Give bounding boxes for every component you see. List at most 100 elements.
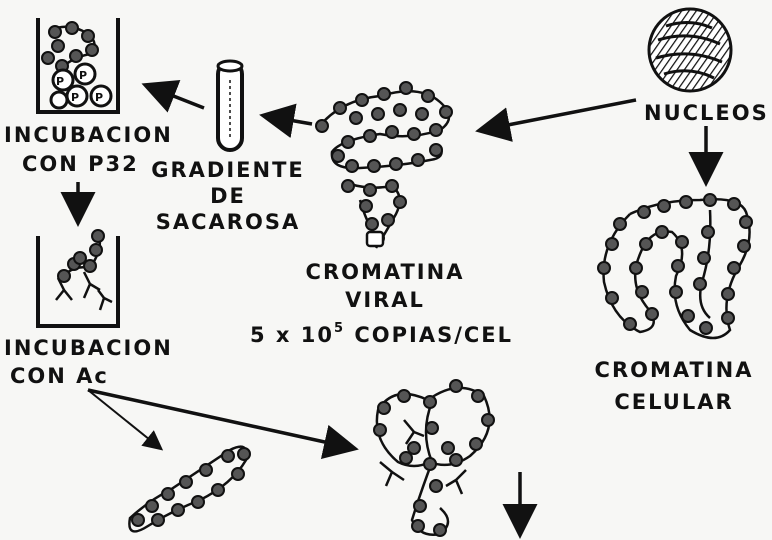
nucleosome-bead (212, 484, 224, 496)
nucleosome-bead (646, 308, 658, 320)
nucleosome-bead (334, 102, 346, 114)
nucleosome-bead (152, 514, 164, 526)
nucleosome-bead (386, 180, 398, 192)
nucleosome-bead (638, 206, 650, 218)
antibody-bound-chromatin-icon (374, 380, 494, 536)
label-copias-prefix: 5 x 10 (250, 323, 334, 347)
nucleosome-bead (472, 390, 484, 402)
nucleosome-bead (430, 144, 442, 156)
nucleosome-bead (368, 160, 380, 172)
nucleosome-bead (416, 108, 428, 120)
nucleosome-bead (366, 218, 378, 230)
label-gradiente-line3: SACAROSA (148, 212, 308, 233)
nucleosome-bead (342, 136, 354, 148)
beaker-antibody-icon (38, 230, 118, 326)
label-incubacion-p32-line2: CON P32 (22, 154, 139, 175)
nucleosome-bead (200, 464, 212, 476)
nucleosome-bead (728, 262, 740, 274)
nucleosome-bead (394, 104, 406, 116)
svg-text:P: P (79, 69, 87, 82)
nucleosome-bead (636, 286, 648, 298)
nucleosome-bead (350, 112, 362, 124)
nucleosome-bead (364, 130, 376, 142)
nucleosome-bead (378, 88, 390, 100)
nucleosome-bead (482, 414, 494, 426)
nucleosome-bead (90, 244, 102, 256)
nucleosome-bead (86, 44, 98, 56)
nucleosome-bead (738, 240, 750, 252)
nucleosome-bead (222, 450, 234, 462)
nucleosome-bead (356, 94, 368, 106)
nucleosome-bead (398, 390, 410, 402)
nucleosome-bead (440, 106, 452, 118)
label-incubacion-ac-line2: CON Ac (10, 366, 109, 387)
nucleosome-bead (698, 252, 710, 264)
arrow-antibody-to-bound-chromatin (88, 390, 352, 448)
nucleosome-bead (408, 128, 420, 140)
nucleosome-bead (92, 230, 104, 242)
nucleosome-bead (680, 196, 692, 208)
nucleosome-bead (614, 218, 626, 230)
nucleosome-bead (722, 288, 734, 300)
nucleosome-bead (316, 120, 328, 132)
isolated-chromatin-loop-icon (129, 447, 250, 532)
nucleosome-bead (146, 500, 158, 512)
nucleosome-bead (700, 322, 712, 334)
nucleosome-bead (722, 312, 734, 324)
nucleosome-bead (640, 238, 652, 250)
label-gradiente-line1: GRADIENTE (148, 160, 308, 181)
nucleosome-bead (394, 196, 406, 208)
nucleosome-bead (382, 214, 394, 226)
nucleosome-bead (740, 216, 752, 228)
nucleosome-bead (656, 226, 668, 238)
nucleosome-bead (408, 442, 420, 454)
beaker-p32-icon: P P P P (38, 18, 118, 112)
nucleosome-bead (132, 514, 144, 526)
nucleosome-bead (42, 52, 54, 64)
nucleosome-bead (606, 292, 618, 304)
nucleosome-bead (386, 126, 398, 138)
nucleosome-bead (192, 496, 204, 508)
label-incubacion-p32-line1: INCUBACION (4, 125, 173, 146)
nucleosome-bead (434, 524, 446, 536)
nucleosome-bead (172, 504, 184, 516)
nucleosome-bead (442, 442, 454, 454)
nucleosome-bead (332, 150, 344, 162)
nucleosome-bead (450, 454, 462, 466)
nucleosome-bead (232, 468, 244, 480)
cellular-chromatin-icon (598, 194, 752, 338)
nucleosome-bead (66, 22, 78, 34)
nucleosome-bead (694, 278, 706, 290)
svg-text:P: P (95, 91, 103, 104)
p32-labeled-particles: P P P P (51, 64, 111, 108)
nucleosome-bead (606, 238, 618, 250)
nucleosome-bead (598, 262, 610, 274)
arrow-viral-to-gradient (266, 116, 312, 124)
svg-text:P: P (56, 75, 64, 88)
nucleosome-bead (52, 40, 64, 52)
nucleosome-bead (372, 108, 384, 120)
nucleosome-bead (342, 180, 354, 192)
nucleosome-bead (70, 50, 82, 62)
nucleosome-bead (82, 30, 94, 42)
nucleosome-bead (74, 252, 86, 264)
nucleosome-bead (378, 402, 390, 414)
label-cromatina-celular-line1: CROMATINA (584, 360, 764, 381)
label-cromatina-celular-line2: CELULAR (584, 392, 764, 413)
nucleosome-bead (360, 200, 372, 212)
nucleosome-bead (180, 476, 192, 488)
svg-text:P: P (71, 91, 79, 104)
arrow-nucleus-to-viral (482, 100, 636, 130)
nucleosome-bead (702, 226, 714, 238)
nucleosome-bead (430, 124, 442, 136)
label-nucleos: NUCLEOS (644, 103, 769, 124)
nucleosome-bead (412, 520, 424, 532)
nucleosome-bead (672, 260, 684, 272)
nucleosome-bead (676, 236, 688, 248)
nucleosome-bead (49, 26, 61, 38)
sucrose-gradient-tube-icon (218, 61, 242, 150)
label-cromatina-viral-line2: VIRAL (280, 290, 490, 311)
nucleosome-bead (728, 198, 740, 210)
nucleosome-bead (424, 396, 436, 408)
